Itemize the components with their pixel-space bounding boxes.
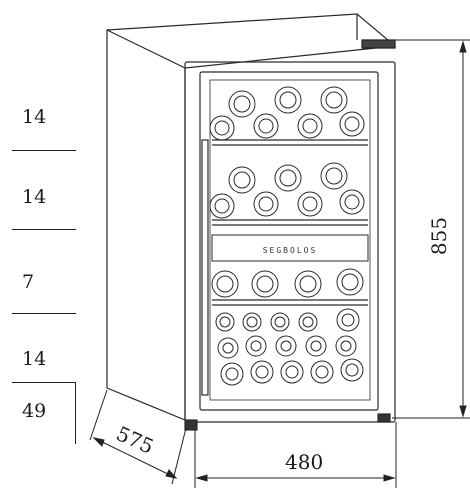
foot-left bbox=[184, 419, 198, 431]
door-frame bbox=[184, 61, 396, 423]
capacity-total: 49 bbox=[22, 400, 47, 422]
bottle-row-4 bbox=[215, 308, 364, 386]
capacity-row-2: 14 bbox=[22, 186, 47, 208]
cabinet-top bbox=[106, 13, 397, 69]
depth-dim-line bbox=[93, 437, 177, 479]
door-handle bbox=[201, 139, 209, 396]
capacity-vertical-line bbox=[75, 382, 76, 444]
bottle-row-3 bbox=[211, 268, 364, 298]
capacity-row-4: 14 bbox=[22, 348, 47, 370]
capacity-divider-total bbox=[12, 382, 76, 383]
foot-right bbox=[377, 413, 391, 423]
hinge-top bbox=[361, 39, 396, 49]
cabinet-side bbox=[106, 29, 186, 421]
control-panel-text: SEGBOLOS bbox=[263, 246, 318, 255]
width-label: 480 bbox=[285, 450, 324, 474]
depth-ext-back bbox=[89, 389, 108, 441]
depth-ext-front bbox=[171, 427, 187, 485]
height-label: 855 bbox=[427, 216, 452, 256]
bottle-rows bbox=[209, 86, 365, 386]
control-panel bbox=[211, 234, 369, 262]
bottle-row-1 bbox=[209, 86, 365, 141]
bottle-row-2 bbox=[209, 162, 365, 219]
capacity-row-1: 14 bbox=[22, 106, 47, 128]
capacity-divider-3 bbox=[12, 313, 76, 314]
capacity-divider-1 bbox=[12, 150, 76, 151]
capacity-divider-2 bbox=[12, 229, 76, 230]
capacity-row-3: 7 bbox=[22, 271, 35, 293]
door-glass bbox=[199, 71, 379, 411]
